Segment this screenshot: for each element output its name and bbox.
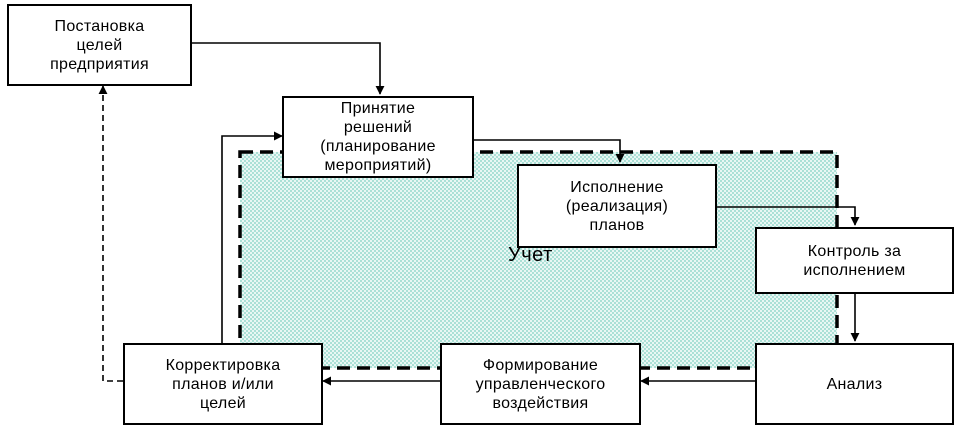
- box-correction: Корректировка планов и/или целей: [123, 343, 323, 425]
- box-management-action: Формирование управленческого воздействия: [440, 343, 641, 425]
- box-control: Контроль за исполнением: [755, 227, 954, 294]
- arrow-execution-to-control: [717, 206, 860, 226]
- accounting-zone-label: Учет: [508, 244, 553, 266]
- box-execution: Исполнение (реализация) планов: [517, 164, 717, 248]
- arrow-correction-to-goals: [98, 85, 123, 382]
- arrow-decisions-to-execution: [474, 139, 625, 163]
- box-analysis: Анализ: [755, 343, 954, 425]
- box-decision-making: Принятие решений (планирование мероприят…: [282, 96, 474, 178]
- arrow-goals-to-decisions: [192, 42, 385, 95]
- box-goal-setting: Постановка целей предприятия: [7, 4, 192, 86]
- arrow-correction-to-decisions: [221, 131, 283, 343]
